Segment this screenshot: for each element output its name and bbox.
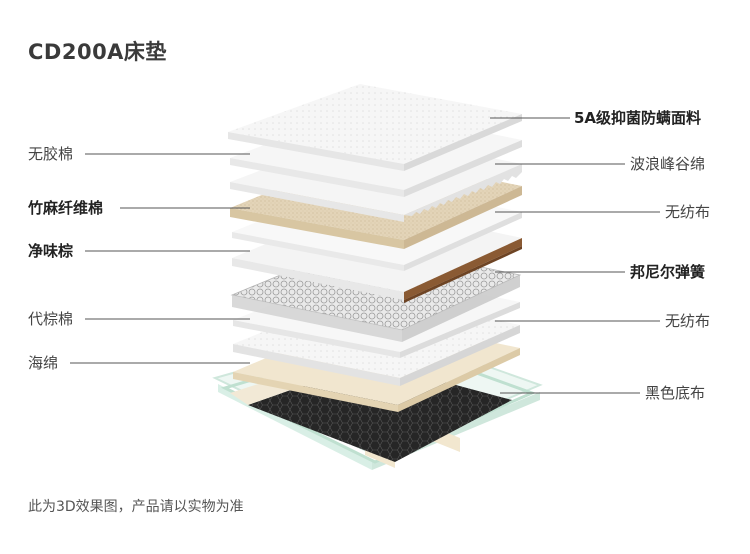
label-substitute-palm-cotton: 代棕棉 xyxy=(28,310,74,328)
label-non-woven-upper: 无纺布 xyxy=(665,203,711,221)
label-bamboo-fiber-cotton: 竹麻纤维棉 xyxy=(28,199,104,217)
label-bonnell-spring: 邦尼尔弹簧 xyxy=(630,263,706,281)
label-top-fabric: 5A级抑菌防螨面料 xyxy=(574,109,702,127)
label-wave-foam: 波浪峰谷绵 xyxy=(630,155,706,173)
label-odor-free-palm: 净味棕 xyxy=(28,242,74,260)
label-black-bottom-cloth: 黑色底布 xyxy=(645,384,706,402)
label-non-woven-lower: 无纺布 xyxy=(665,312,711,330)
label-sponge: 海绵 xyxy=(28,354,59,372)
top-fabric-layer xyxy=(228,84,522,171)
label-non-glue-cotton: 无胶棉 xyxy=(28,145,74,163)
page-title: CD200A床垫 xyxy=(28,40,167,64)
disclaimer-note: 此为3D效果图，产品请以实物为准 xyxy=(28,499,244,515)
